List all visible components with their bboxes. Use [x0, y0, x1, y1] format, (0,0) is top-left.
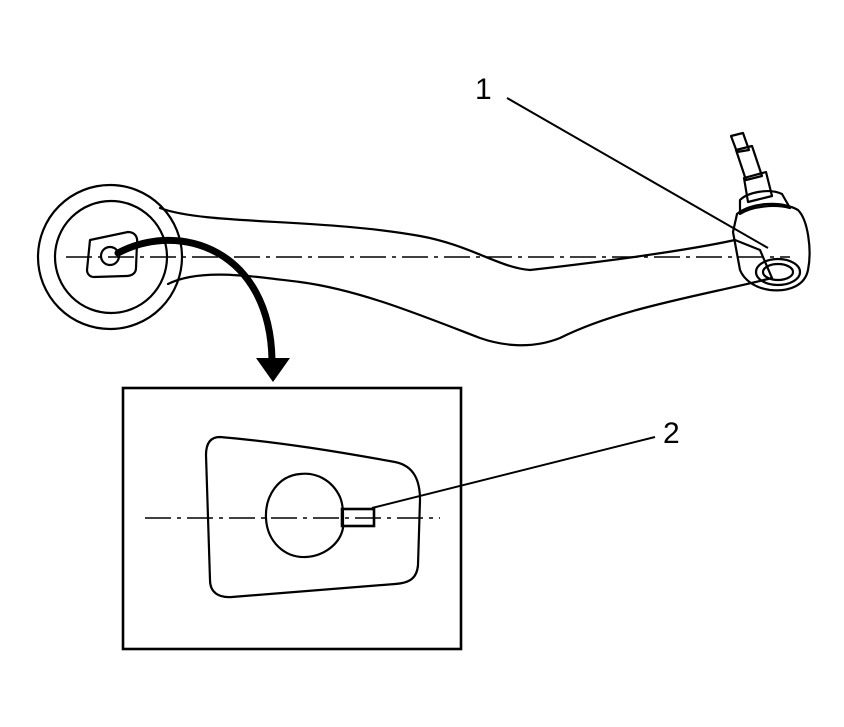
detail-arrow-shaft [114, 236, 276, 364]
ball-joint-stud-tip [729, 131, 751, 154]
detail-locator-plate [204, 435, 422, 599]
callout-1-label: 1 [475, 73, 492, 106]
ball-joint-housing [731, 202, 811, 292]
callout-2-label: 2 [663, 417, 680, 450]
ball-joint-stud-base [742, 170, 774, 204]
bushing-locator-plate [85, 230, 139, 279]
ball-joint-bore [754, 257, 802, 287]
ball-joint-bore-inner [761, 262, 795, 282]
ball-joint-stud [734, 144, 764, 182]
detail-frame [121, 386, 463, 651]
ball-joint-boot [738, 190, 792, 216]
callout-2-leader [371, 436, 656, 509]
detail-locator-hole [264, 472, 345, 559]
arm-body [158, 206, 774, 347]
detail-arrow-head [256, 358, 290, 382]
callout-1-leader [506, 97, 769, 249]
